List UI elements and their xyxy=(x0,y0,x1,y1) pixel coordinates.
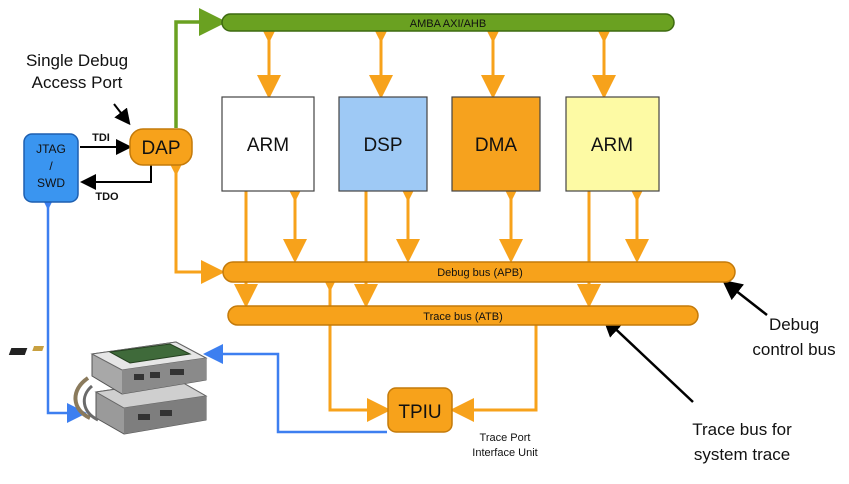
trace-bus-pointer xyxy=(602,316,694,403)
dma-block: DMA xyxy=(451,96,541,192)
sdap-annotation-line2: Access Port xyxy=(32,73,123,92)
tpiu-label: TPIU xyxy=(398,402,441,423)
dap-block: DAP xyxy=(129,128,193,166)
tdo-arrow xyxy=(80,163,152,190)
trace-bus: Trace bus (ATB) xyxy=(227,305,699,326)
jtag-label-line2: / xyxy=(49,159,53,173)
debug-control-annotation-line2: control bus xyxy=(752,340,835,359)
jtag-label-line3: SWD xyxy=(37,176,65,190)
tpiu-block: TPIU xyxy=(387,387,453,433)
tpiu-desc-line2: Interface Unit xyxy=(472,447,537,459)
dap-debug-link xyxy=(164,152,225,284)
arm2-label: ARM xyxy=(591,135,633,156)
amba-bus-label: AMBA AXI/AHB xyxy=(410,18,486,30)
jtag-probe-link xyxy=(38,190,87,423)
tpiu-probe-link xyxy=(203,344,387,434)
dap-to-amba-arrow xyxy=(174,8,227,128)
arm2-block: ARM xyxy=(565,96,660,192)
trace-bus-annotation-line1: Trace bus for xyxy=(692,420,792,439)
arm1-label: ARM xyxy=(247,135,289,156)
dsp-label: DSP xyxy=(363,135,402,156)
tdi-label: TDI xyxy=(92,132,110,144)
debug-control-annotation-line1: Debug xyxy=(769,315,819,334)
sdap-pointer xyxy=(113,103,131,126)
dap-label: DAP xyxy=(141,138,180,159)
trace-to-tpiu-left xyxy=(328,304,391,422)
sdap-annotation-line1: Single Debug xyxy=(26,51,128,70)
trace-probe-hardware-icon xyxy=(8,341,208,435)
tpiu-desc-line1: Trace Port xyxy=(480,432,531,444)
dsp-block: DSP xyxy=(338,96,428,192)
dma-label: DMA xyxy=(475,135,518,156)
tdo-label: TDO xyxy=(95,191,119,203)
jtag-label-line1: JTAG xyxy=(36,142,66,156)
debug-bus: Debug bus (APB) xyxy=(222,261,736,283)
arm1-block: ARM xyxy=(221,96,315,192)
debug-bus-label: Debug bus (APB) xyxy=(437,267,523,279)
trace-bus-label: Trace bus (ATB) xyxy=(423,311,502,323)
amba-bus: AMBA AXI/AHB xyxy=(221,13,675,32)
trace-bus-annotation-line2: system trace xyxy=(694,445,790,464)
connectors xyxy=(38,8,768,434)
trace-to-tpiu-right xyxy=(450,325,538,422)
jtag-swd-block: JTAG / SWD xyxy=(23,133,79,203)
debug-control-pointer xyxy=(722,279,768,316)
